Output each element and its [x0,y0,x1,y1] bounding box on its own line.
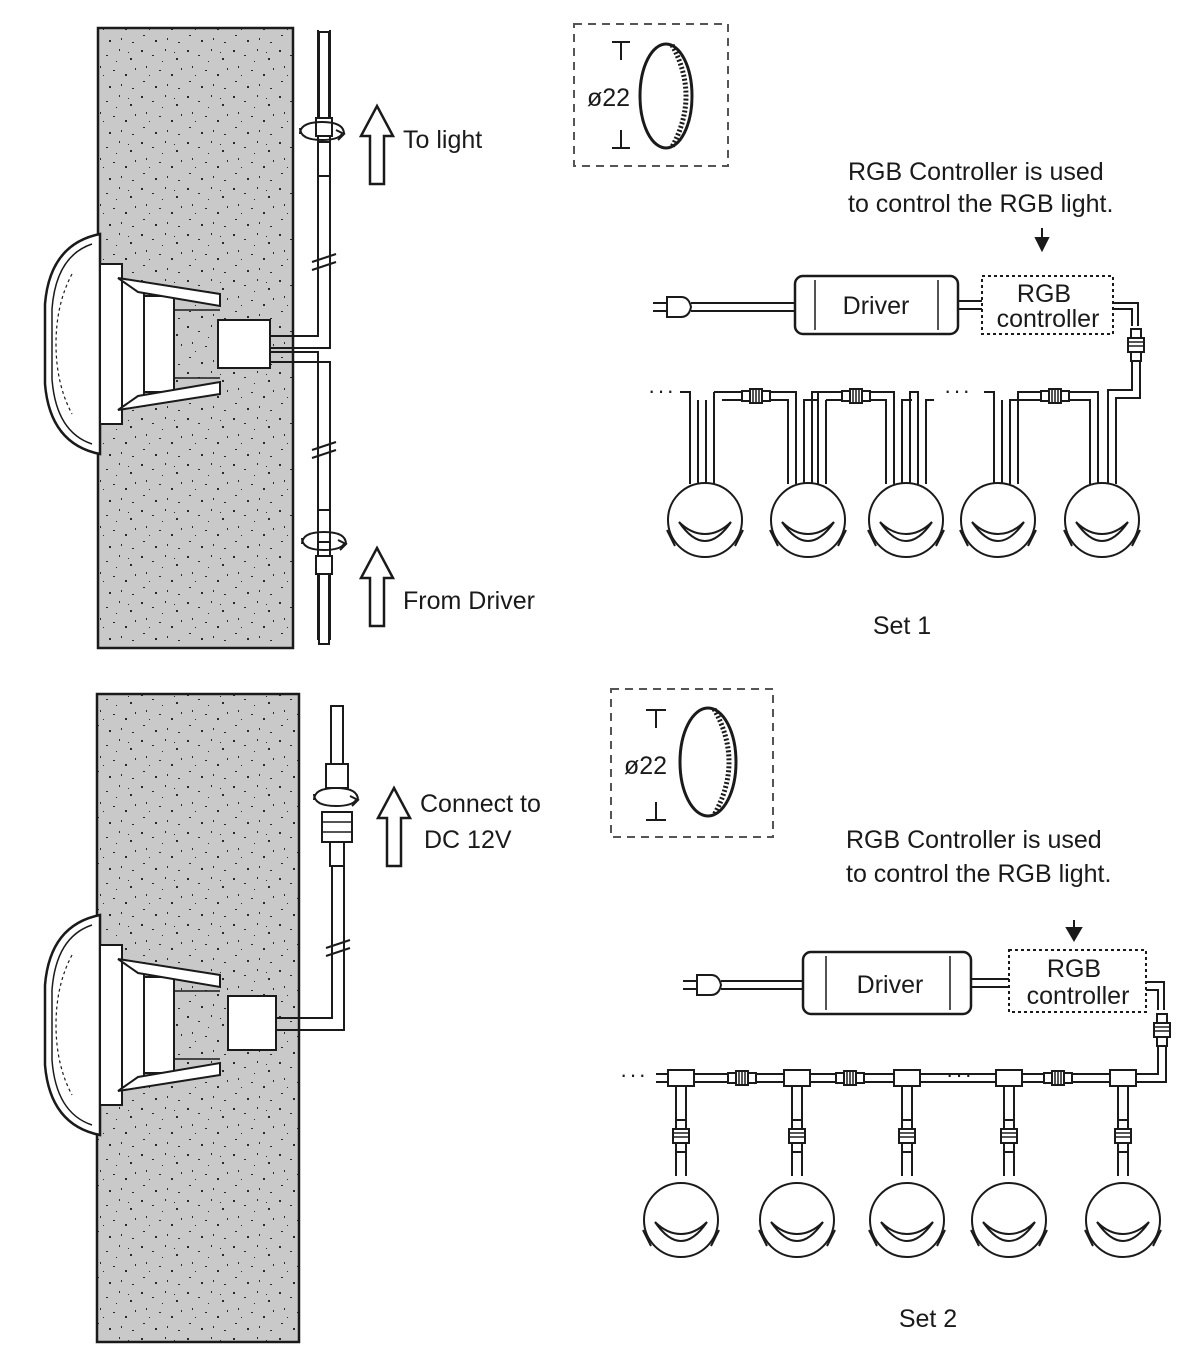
label-from-driver: From Driver [403,587,535,615]
controller-note-bottom-line2: to control the RGB light. [846,860,1111,888]
lamp-2-3 [868,1182,946,1258]
svg-text:···: ··· [944,378,972,403]
driver-label-bottom: Driver [857,971,924,999]
note-arrow-top [1034,228,1050,253]
label-to-light: To light [403,126,482,154]
lamp-1-3 [867,482,945,558]
driver-box-top [793,274,960,336]
rgb-label-bottom-2: controller [1027,982,1130,1010]
set1-lamps [666,482,1141,558]
label-dc-12v: DC 12V [424,826,512,854]
diameter-box-top [573,23,729,167]
set1-wiring: ··· ··· [648,274,1145,484]
set2-lamps [642,1182,1162,1258]
lamp-1-2 [769,482,847,558]
lamp-1-1 [666,482,744,558]
set1-caption: Set 1 [873,612,931,640]
set2-wiring: ··· ··· [620,949,1171,1176]
arrow-to-light [359,104,395,186]
lamp-1-5 [1063,482,1141,558]
lamp-2-4 [970,1182,1048,1258]
label-connect-to: Connect to [420,790,541,818]
svg-text:···: ··· [946,1062,974,1087]
controller-note-bottom-line1: RGB Controller is used [846,826,1102,854]
lamp-2-5 [1084,1182,1162,1258]
controller-note-top-line1: RGB Controller is used [848,158,1104,186]
diameter-label-bottom: ø22 [624,752,667,780]
lamp-2-1 [642,1182,720,1258]
wall-section-top [43,26,347,650]
diameter-label-top: ø22 [587,84,630,112]
set2-caption: Set 2 [899,1305,957,1333]
driver-box-bottom [801,950,973,1016]
svg-text:···: ··· [648,378,676,403]
note-arrow-bottom [1065,920,1083,942]
rgb-label-top-1: RGB [1017,280,1071,308]
rgb-label-top-2: controller [997,305,1100,333]
svg-text:···: ··· [620,1062,648,1087]
rgb-controller-box-top [981,275,1114,335]
arrow-connect-dc [376,786,412,868]
arrow-from-driver [359,546,395,628]
wall-section-bottom [43,692,359,1344]
rgb-label-bottom-1: RGB [1047,955,1101,983]
driver-label-top: Driver [843,292,910,320]
diameter-box-bottom [610,688,774,838]
lamp-1-4 [959,482,1037,558]
controller-note-top-line2: to control the RGB light. [848,190,1113,218]
lamp-2-2 [758,1182,836,1258]
